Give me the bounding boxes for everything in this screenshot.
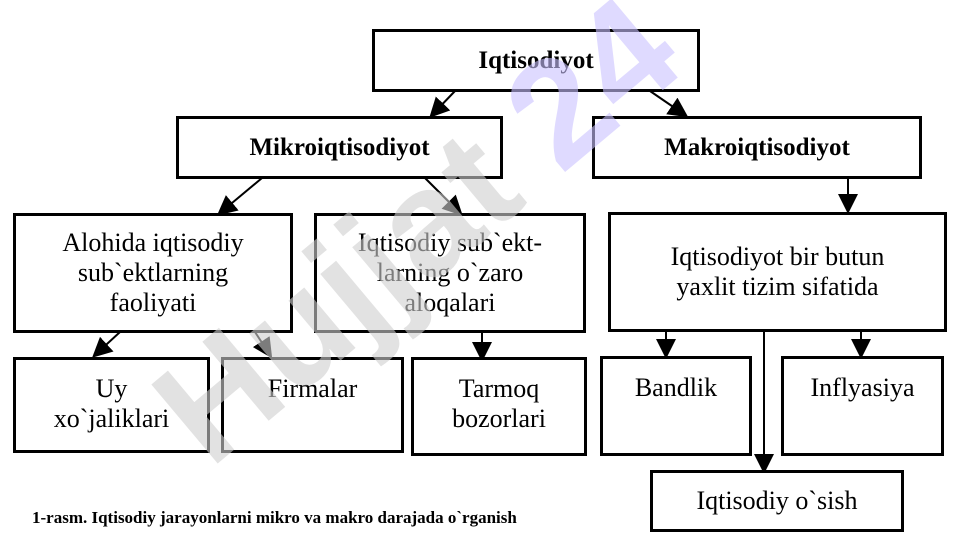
markets-label: Tarmoq bozorlari xyxy=(452,374,546,433)
inflation-box: Inflyasiya xyxy=(781,356,944,456)
arrow-micro-right xyxy=(424,177,463,216)
individual-activity-box: Alohida iqtisodiy sub`ektlarning faoliya… xyxy=(13,213,293,333)
macro-box: Makroiqtisodiyot xyxy=(592,116,922,179)
arrow-micro-left xyxy=(216,177,263,216)
arrow-root-micro xyxy=(429,90,456,118)
inflation-label: Inflyasiya xyxy=(810,373,915,402)
households-box: Uy xo`jaliklari xyxy=(13,357,210,453)
macro-label: Makroiqtisodiyot xyxy=(664,133,850,161)
individual-activity-label: Alohida iqtisodiy sub`ektlarning faoliya… xyxy=(62,228,244,317)
root-label: Iqtisodiyot xyxy=(478,46,594,74)
arrow-to-firms xyxy=(252,331,273,359)
figure-caption: 1-rasm. Iqtisodiy jarayonlarni mikro va … xyxy=(32,508,517,527)
employment-label: Bandlik xyxy=(634,373,718,402)
root-box: Iqtisodiyot xyxy=(372,29,700,92)
interrelations-label: Iqtisodiy sub`ekt-larning o`zaro aloqala… xyxy=(357,228,543,317)
micro-label: Mikroiqtisodiyot xyxy=(249,133,430,161)
employment-box: Bandlik xyxy=(600,356,752,456)
arrow-root-macro xyxy=(649,90,689,118)
whole-system-label: Iqtisodiyot bir butun yaxlit tizim sifat… xyxy=(670,242,885,301)
arrow-to-households xyxy=(92,331,121,358)
firms-label: Firmalar xyxy=(267,374,358,403)
interrelations-box: Iqtisodiy sub`ekt-larning o`zaro aloqala… xyxy=(314,213,586,333)
growth-label: Iqtisodiy o`sish xyxy=(696,486,858,515)
growth-box: Iqtisodiy o`sish xyxy=(650,470,904,532)
markets-box: Tarmoq bozorlari xyxy=(411,357,587,456)
whole-system-box: Iqtisodiyot bir butun yaxlit tizim sifat… xyxy=(608,212,947,332)
micro-box: Mikroiqtisodiyot xyxy=(176,116,503,179)
households-label: Uy xo`jaliklari xyxy=(53,374,170,433)
firms-box: Firmalar xyxy=(221,357,404,453)
